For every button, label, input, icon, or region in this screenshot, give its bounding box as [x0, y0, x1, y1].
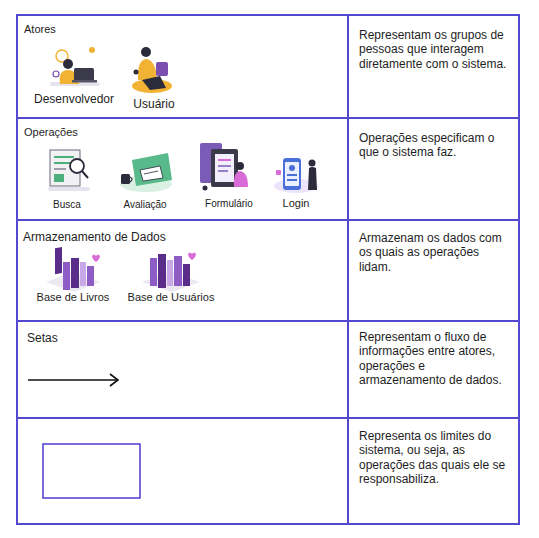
cell-description: Armazenam os dados com os quais as opera…: [359, 231, 511, 274]
icon-caption: Base de Usuários: [128, 291, 215, 304]
search-icon: [48, 150, 90, 191]
icon-caption: Usuário: [133, 97, 174, 111]
table-cell: Representa os limites do sistema, ou sej…: [347, 417, 520, 525]
cell-description: Representam os grupos de pessoas que int…: [359, 28, 511, 71]
developer-icon: [50, 47, 100, 86]
icon-caption: Desenvolvedor: [34, 92, 114, 106]
review-icon: [120, 153, 172, 192]
table-cell: Setas: [16, 320, 349, 419]
cell-heading: Operações: [24, 126, 78, 139]
cell-heading: Setas: [27, 331, 58, 345]
arrow-symbol: [28, 374, 118, 386]
table-cell: Operações especificam o que o sistema fa…: [347, 117, 520, 221]
table-cell: OperaçõesBusca Avaliação Formulário Login: [16, 117, 349, 221]
icon-caption: Login: [283, 197, 310, 210]
book-store-icon: [46, 247, 100, 292]
cell-description: Representa os limites do sistema, ou sej…: [359, 429, 511, 487]
table-cell: [17, 418, 348, 524]
icon-caption: Avaliação: [123, 199, 166, 211]
user-icon: [132, 47, 172, 93]
table-cell: Armazenam os dados com os quais as opera…: [347, 219, 520, 322]
icon-caption: Formulário: [205, 198, 253, 210]
icon-caption: Busca: [53, 199, 81, 211]
table-cell: Armazenamento de DadosBase de Livros Base…: [16, 219, 349, 322]
cell-heading: Armazenamento de Dados: [23, 230, 166, 244]
boundary-symbol: [43, 444, 140, 498]
cell-description: Operações especificam o que o sistema fa…: [359, 131, 511, 160]
user-store-icon: [142, 253, 200, 293]
icon-caption: Base de Livros: [37, 291, 110, 304]
login-icon: [274, 158, 318, 193]
form-icon: [200, 143, 248, 191]
cell-heading: Atores: [24, 23, 56, 36]
cell-description: Representam o fluxo de informações entre…: [359, 330, 511, 388]
table-cell: Representam os grupos de pessoas que int…: [347, 14, 520, 119]
table-cell: Representam o fluxo de informações entre…: [347, 320, 520, 419]
table-cell: AtoresDesenvolvedor Usuário: [16, 14, 349, 119]
